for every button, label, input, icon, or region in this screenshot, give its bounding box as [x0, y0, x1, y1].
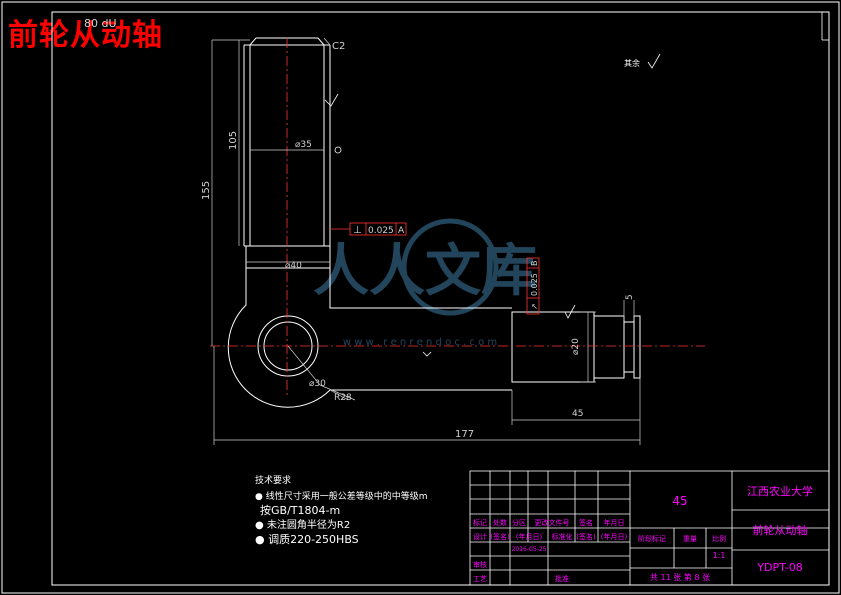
tb-rev-h3: 更改文件号	[535, 518, 570, 527]
tech-note-2: 按GB/T1804-m	[260, 503, 340, 517]
tb-school: 江西农业大学	[747, 484, 813, 498]
tb-row-design-0: 设计	[473, 532, 487, 541]
dim-dia20: ⌀20	[571, 338, 581, 355]
watermark-text: 人人文库	[313, 238, 537, 304]
tb-date-small: 2016-05-25	[512, 546, 547, 553]
tol-perp-value: 0.025	[368, 226, 394, 236]
tech-notes-heading: 技术要求	[255, 474, 291, 486]
roughness-marks	[324, 53, 661, 357]
dim-dia30: ⌀30	[309, 379, 326, 389]
tb-sheets: 共 11 张 第 8 张	[650, 572, 710, 582]
title-block	[469, 470, 830, 586]
tb-row-design-5: (年月日)	[601, 532, 628, 541]
dim-105: 105	[228, 131, 239, 150]
tb-approve: 批准	[555, 574, 569, 583]
page-title-overlay: 前轮从动轴	[8, 18, 163, 53]
watermark-url: w w w . r e n r e n d o c . c o m	[343, 337, 497, 348]
tech-notes: 技术要求 ● 线性尺寸采用一般公差等级中的中等级m 按GB/T1804-m ● …	[255, 474, 427, 546]
tech-note-4: ● 调质220-250HBS	[255, 533, 359, 546]
tb-row-design-4: (签名)	[576, 532, 596, 541]
shaft-drawing	[227, 37, 641, 408]
dim-chamfer: C2	[332, 41, 345, 52]
tol-perp-symbol: ⊥	[353, 225, 362, 236]
tb-stage-label: 阶段标记	[638, 534, 666, 543]
dim-177: 177	[455, 429, 474, 440]
tb-scale: 1:1	[713, 551, 726, 560]
tb-rev-h0: 标记	[473, 518, 487, 527]
dim-dia40: ⌀40	[285, 261, 302, 271]
inner-border	[51, 11, 830, 586]
dim-45: 45	[572, 409, 583, 419]
tb-review: 审核	[473, 560, 487, 569]
tb-rev-h2: 分区	[512, 518, 526, 527]
tb-row-design-3: 标准化	[552, 532, 573, 541]
tb-material: 45	[672, 494, 687, 508]
tb-rev-h5: 年月日	[604, 518, 625, 527]
dim-155: 155	[201, 181, 212, 200]
tb-rev-h1: 处数	[493, 518, 507, 527]
dimension-lines	[211, 37, 641, 445]
tb-drawing-no: YDPT-08	[756, 561, 803, 574]
roughness-other-label: 其余	[624, 58, 640, 68]
watermark: 人人文库 w w w . r e n r e n d o c . c o m	[313, 218, 537, 348]
center-lines	[210, 38, 705, 395]
tol-circ-datum: B	[530, 261, 539, 267]
top-left-code: 80 dU	[84, 17, 117, 30]
tb-rev-h4: 签名	[579, 518, 593, 527]
tech-note-1: ● 线性尺寸采用一般公差等级中的中等级m	[255, 490, 427, 502]
tol-circ-value: 0.025	[530, 273, 539, 296]
tb-row-design-1: (签名)	[490, 532, 510, 541]
tb-process: 工艺	[473, 575, 487, 583]
tb-row-design-2: (年月日)	[516, 532, 543, 541]
tech-note-3: ● 未注圆角半径为R2	[255, 518, 350, 531]
tb-scale-label: 比例	[712, 534, 726, 543]
dim-5: 5	[625, 294, 635, 300]
tb-weight-label: 重量	[683, 535, 697, 543]
tol-perp-datum: A	[398, 226, 405, 236]
dim-r28: R28	[334, 393, 352, 403]
tb-part-name: 前轮从动轴	[753, 523, 808, 537]
tol-circ-symbol: ↗	[530, 303, 539, 310]
tolerance-frame-perp: ⊥ 0.025 A	[330, 222, 407, 236]
tolerance-frame-circ: B 0.025 ↗	[526, 257, 540, 315]
dim-dia35: ⌀35	[295, 140, 312, 150]
